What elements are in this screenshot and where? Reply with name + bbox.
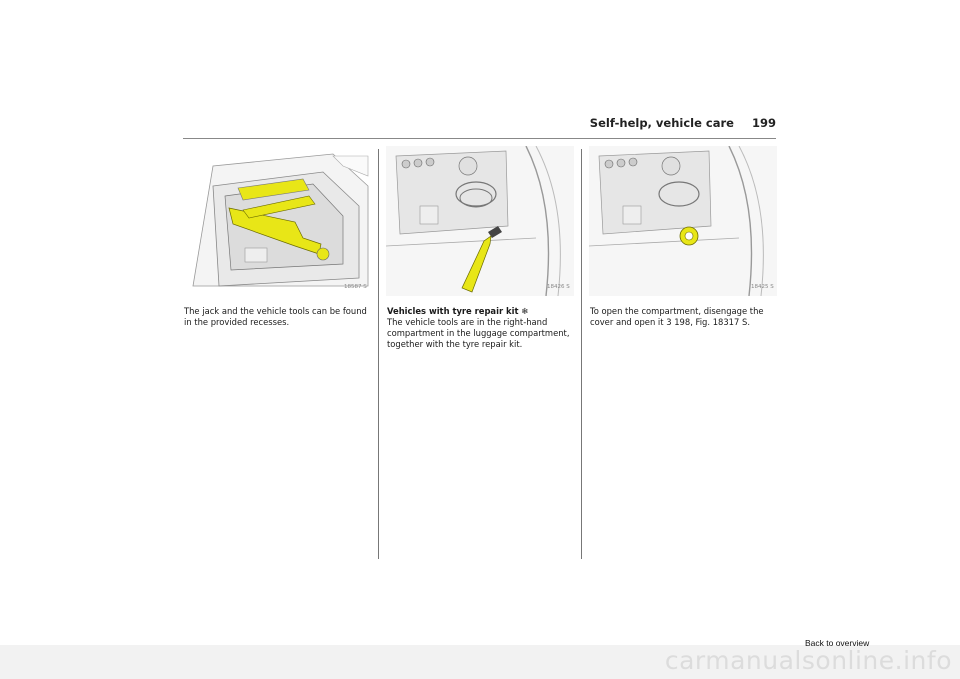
compartment-text-before: To open the compartment, disengage the c… — [590, 306, 764, 327]
column-divider-1 — [378, 149, 379, 559]
screwdriver-compartment-illustration-icon — [386, 146, 574, 296]
page-number: 199 — [751, 116, 776, 130]
header-rule — [183, 138, 776, 139]
figure-number-3: 18425 S — [751, 284, 774, 290]
back-to-overview-link[interactable]: Back to overview — [805, 638, 870, 648]
watermark: carmanualsonline.info — [664, 646, 952, 675]
tyre-repair-heading-label: Vehicles with tyre repair kit — [387, 306, 519, 316]
jack-tools-illustration-icon — [192, 153, 369, 287]
column-divider-2 — [581, 149, 582, 559]
compartment-text-after: 198, Fig. 18317 S. — [671, 317, 750, 327]
page-header: Self-help, vehicle care 199 — [183, 116, 776, 132]
optional-equipment-icon: ❄ — [521, 306, 529, 316]
figure-number-1: 18587 S — [344, 284, 367, 290]
tyre-repair-text: The vehicle tools are in the right-hand … — [387, 317, 570, 349]
figure-number-2: 18426 S — [547, 284, 570, 290]
column-1-text: The jack and the vehicle tools can be fo… — [184, 306, 370, 328]
figure-jack-tools — [183, 146, 371, 296]
footer-band — [0, 645, 960, 679]
compartment-cover-illustration-icon — [589, 146, 777, 296]
figure-screwdriver-compartment — [386, 146, 574, 296]
section-title: Self-help, vehicle care — [589, 116, 734, 130]
figure-compartment-cover — [589, 146, 777, 296]
reference-arrow-icon: 3 — [666, 317, 672, 327]
tyre-repair-heading: Vehicles with tyre repair kit ❄ — [387, 306, 575, 317]
jack-location-text: The jack and the vehicle tools can be fo… — [184, 306, 367, 327]
column-3-text: To open the compartment, disengage the c… — [590, 306, 776, 328]
column-2-text: Vehicles with tyre repair kit ❄ The vehi… — [387, 306, 575, 350]
